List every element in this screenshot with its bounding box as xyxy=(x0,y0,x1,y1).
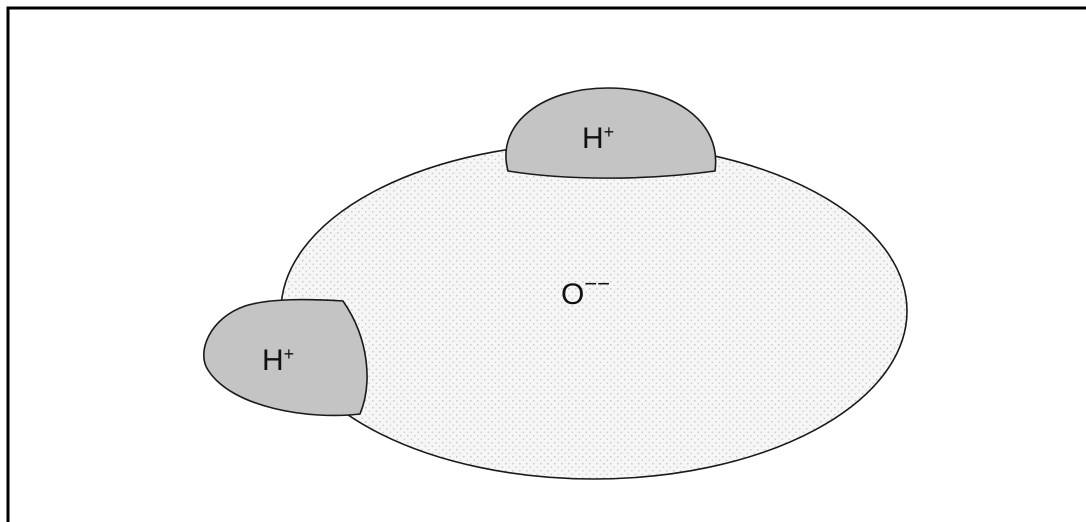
hydrogen-top-charge: + xyxy=(604,122,615,142)
oxygen-label: O−− xyxy=(561,271,610,311)
frame-border xyxy=(6,6,1086,522)
hydrogen-ion-top xyxy=(505,87,717,179)
hydrogen-ion-left xyxy=(203,298,368,417)
oxygen-charge: −− xyxy=(584,271,610,296)
hydrogen-top-label: H+ xyxy=(582,122,614,155)
oxygen-ion xyxy=(280,142,908,480)
hydrogen-left-charge: + xyxy=(284,344,295,364)
hydrogen-left-label: H+ xyxy=(262,344,294,377)
